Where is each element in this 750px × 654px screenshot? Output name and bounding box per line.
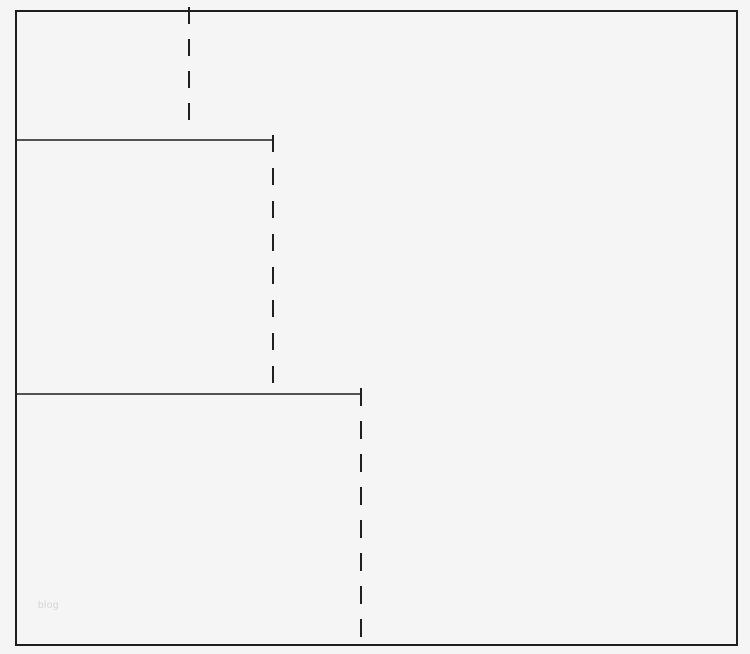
- page-border: [15, 10, 738, 646]
- watermark-text: blog: [38, 600, 59, 611]
